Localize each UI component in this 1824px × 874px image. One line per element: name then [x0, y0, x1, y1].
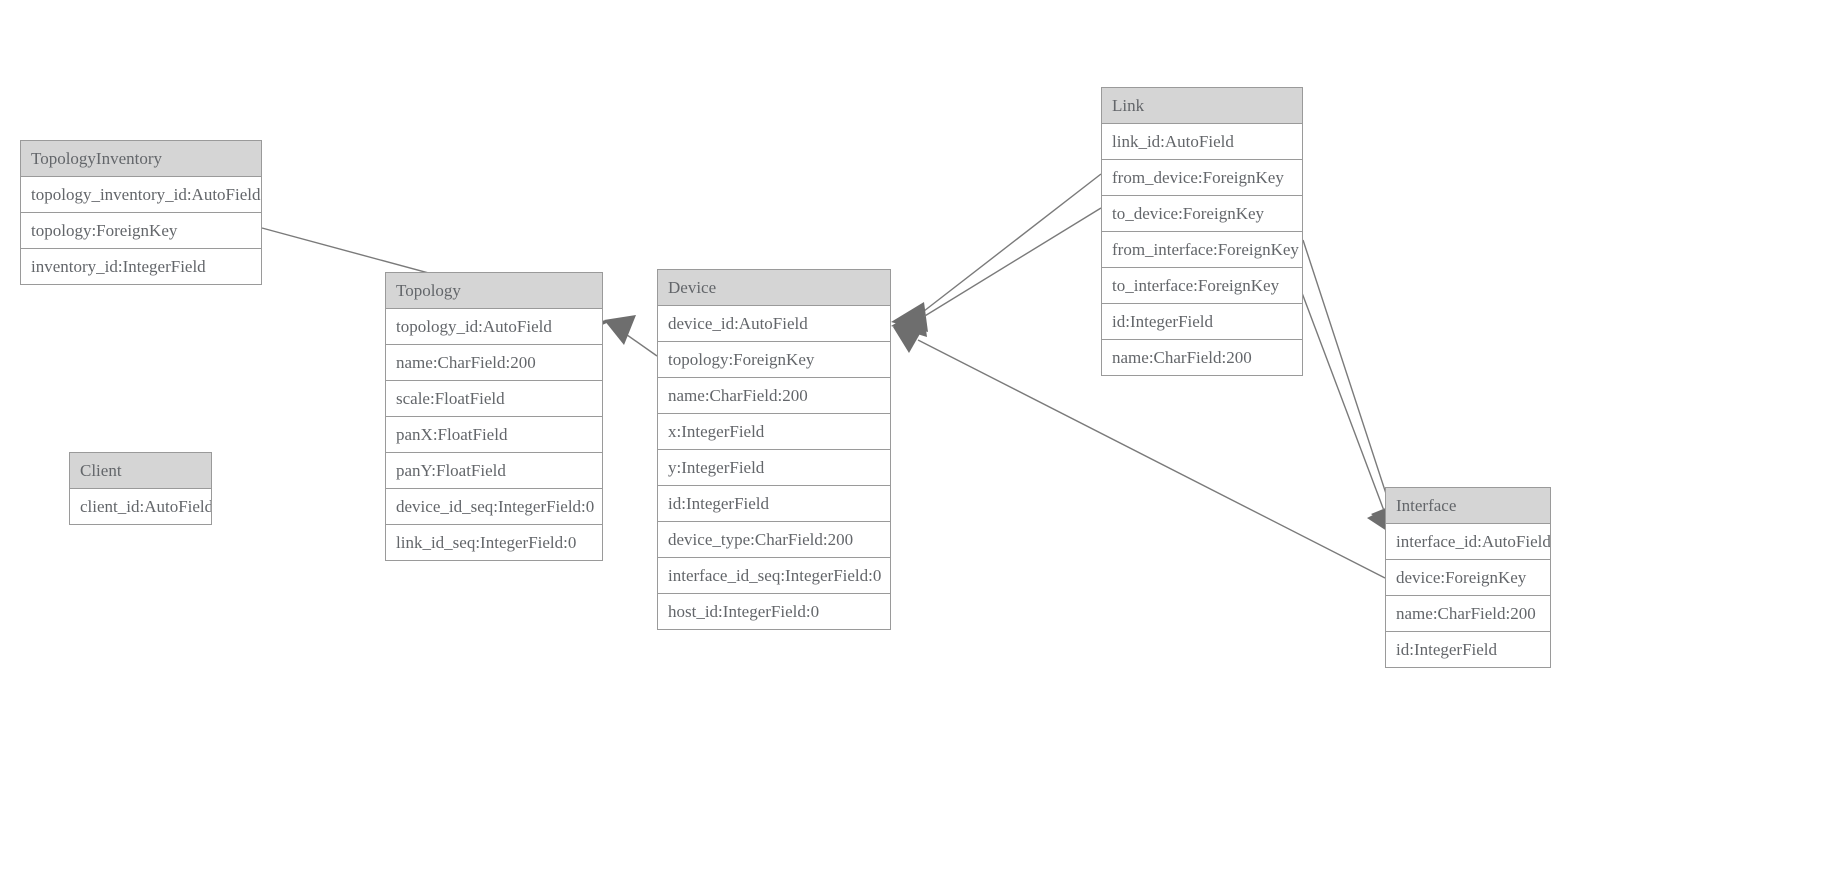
entity-title-topology: Topology: [386, 273, 602, 309]
edge-link-from-interface-to-interface: [1302, 239, 1398, 535]
entity-title-device: Device: [658, 270, 890, 306]
entity-field: link_id_seq:IntegerField:0: [386, 525, 602, 560]
entity-field: topology:ForeignKey: [21, 213, 261, 249]
entity-topology[interactable]: Topology topology_id:AutoField name:Char…: [385, 272, 603, 561]
entity-field: from_interface:ForeignKey: [1102, 232, 1302, 268]
entity-title-client: Client: [70, 453, 211, 489]
entity-title-topology-inventory: TopologyInventory: [21, 141, 261, 177]
entity-field: to_device:ForeignKey: [1102, 196, 1302, 232]
entity-field: panX:FloatField: [386, 417, 602, 453]
entity-field: device_id:AutoField: [658, 306, 890, 342]
entity-field: scale:FloatField: [386, 381, 602, 417]
entity-field: device_id_seq:IntegerField:0: [386, 489, 602, 525]
entity-field: device:ForeignKey: [1386, 560, 1550, 596]
entity-field: interface_id_seq:IntegerField:0: [658, 558, 890, 594]
edge-link-to-interface-to-interface: [1295, 276, 1396, 537]
entity-field: name:CharField:200: [1102, 340, 1302, 375]
entity-field: link_id:AutoField: [1102, 124, 1302, 160]
entity-interface[interactable]: Interface interface_id:AutoField device:…: [1385, 487, 1551, 668]
edge-link-from-device-to-device: [891, 173, 1102, 332]
entity-field: id:IntegerField: [1386, 632, 1550, 667]
edge-device-to-topology: [604, 315, 658, 357]
entity-field: x:IntegerField: [658, 414, 890, 450]
entity-field: y:IntegerField: [658, 450, 890, 486]
entity-field: name:CharField:200: [1386, 596, 1550, 632]
entity-field: interface_id:AutoField: [1386, 524, 1550, 560]
entity-field: inventory_id:IntegerField: [21, 249, 261, 284]
entity-field: from_device:ForeignKey: [1102, 160, 1302, 196]
entity-field: name:CharField:200: [658, 378, 890, 414]
entity-field: name:CharField:200: [386, 345, 602, 381]
entity-field: to_interface:ForeignKey: [1102, 268, 1302, 304]
entity-field: topology:ForeignKey: [658, 342, 890, 378]
entity-field: id:IntegerField: [1102, 304, 1302, 340]
entity-field: id:IntegerField: [658, 486, 890, 522]
entity-title-link: Link: [1102, 88, 1302, 124]
entity-field: topology_inventory_id:AutoField: [21, 177, 261, 213]
entity-field: host_id:IntegerField:0: [658, 594, 890, 629]
entity-link[interactable]: Link link_id:AutoField from_device:Forei…: [1101, 87, 1303, 376]
entity-field: topology_id:AutoField: [386, 309, 602, 345]
entity-device[interactable]: Device device_id:AutoField topology:Fore…: [657, 269, 891, 630]
entity-field: client_id:AutoField: [70, 489, 211, 524]
entity-topology-inventory[interactable]: TopologyInventory topology_inventory_id:…: [20, 140, 262, 285]
entity-field: panY:FloatField: [386, 453, 602, 489]
entity-title-interface: Interface: [1386, 488, 1550, 524]
entity-client[interactable]: Client client_id:AutoField: [69, 452, 212, 525]
edge-link-to-device-to-device: [891, 207, 1102, 337]
entity-field: device_type:CharField:200: [658, 522, 890, 558]
